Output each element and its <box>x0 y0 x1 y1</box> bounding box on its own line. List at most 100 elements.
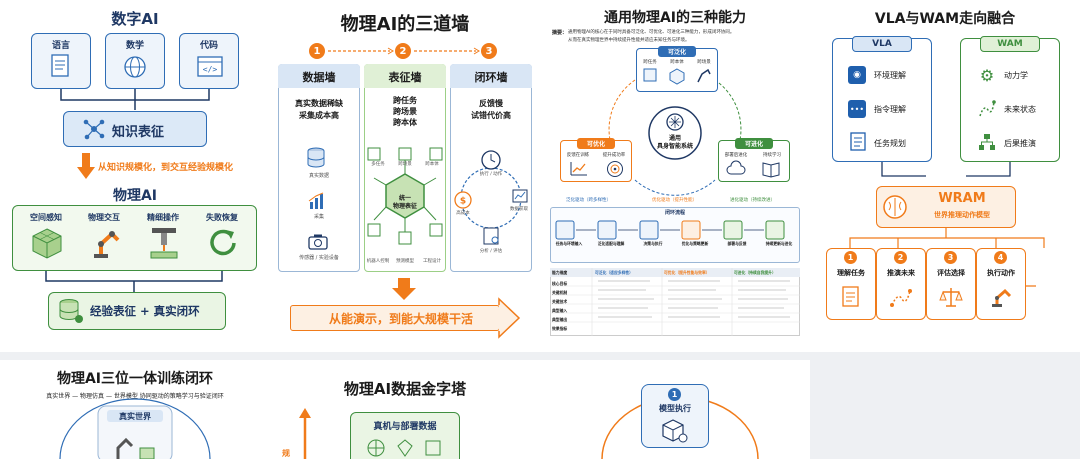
loop-cycle-diagram: $ <box>454 150 528 245</box>
flow-title: 闭环流程 <box>664 210 685 216</box>
knowledge-box <box>63 111 207 147</box>
panel5-subtitle: 真实世界 — 物理仿真 — 世界模型 协同驱动的策略学习与验证闭环 <box>46 393 224 400</box>
optimize-label: 可优化 <box>586 141 605 148</box>
wall-data-item-3: 传感器 / 实验设备 <box>299 255 339 261</box>
optimize-item-2: 提升成功率 <box>602 153 626 158</box>
summary-text: 通用物理AI的核心在于同时具备可泛化、可优化、可进化三种能力，形成闭环协同。 <box>568 30 735 35</box>
panel2-title: 物理AI的三道墙 <box>340 14 470 35</box>
wall-representation-header <box>364 64 446 88</box>
merge-connectors <box>881 162 1011 177</box>
axis-label: 规 <box>282 449 290 458</box>
table-header-4: 可进化（持续自我提升） <box>734 270 776 275</box>
wall-data-item-2: 采集 <box>313 214 324 220</box>
table-row-2: 关键机制 <box>552 290 568 295</box>
panel-blank <box>810 360 1080 459</box>
center-label-1: 通用 <box>668 135 681 142</box>
down-arrow-icon <box>77 153 95 179</box>
wall-representation-item-3: 跨本体 <box>425 162 439 167</box>
wram-label: WRAM <box>938 191 986 206</box>
evolve-item-1: 部署后进化 <box>724 153 748 158</box>
wam-header <box>980 36 1040 52</box>
wall-number-2: 2 <box>395 43 411 59</box>
wam-panel <box>960 38 1060 162</box>
refresh-cycle-icon <box>210 229 236 256</box>
wall-representation-item-6: 工程设计 <box>423 259 441 264</box>
legend-item-1: 泛化驱动（跨多样性） <box>566 198 611 203</box>
execution-label: 模型执行 <box>659 404 691 413</box>
wall-representation-item-4: 机器人控制 <box>366 259 390 264</box>
table-header-1: 能力维度 <box>552 270 568 275</box>
table-row-3: 关键技术 <box>552 299 568 304</box>
module-code-label: 代码 <box>199 41 218 51</box>
panel-digital-ai: 数字AI 语言 数学 代码 </> 知识表征 从知识规模化，到交互经验规模化 物… <box>0 0 270 352</box>
trend-chart-icon <box>570 162 587 176</box>
number-connectors <box>328 47 480 55</box>
generalize-item-3: 跨场景 <box>697 60 711 65</box>
step-number-1: 1 <box>844 251 857 264</box>
checklist-icon <box>850 132 866 151</box>
table-row-4: 典型输入 <box>552 308 568 313</box>
flow-steps <box>555 220 785 240</box>
flow-step-4: 优化与策略更新 <box>681 241 709 246</box>
panel-three-abilities: 通用物理AI的三种能力 摘要： 通用物理AI的核心在于同时具备可泛化、可优化、可… <box>540 0 810 352</box>
step-number-3: 3 <box>944 251 957 264</box>
vla-item-2: 指令理解 <box>874 105 906 114</box>
hierarchy-icon <box>979 134 995 150</box>
legend-item-3: 进化驱动（持续改进） <box>730 198 775 203</box>
panel-model-execution: 1 模型执行 <box>540 360 810 459</box>
cube-grid-icon <box>32 228 62 259</box>
target-icon <box>607 161 623 177</box>
flow-step-3: 决策与执行 <box>643 241 663 246</box>
flow-step-6: 持续更新与进化 <box>765 241 793 246</box>
bottom-banner-label: 从能演示，到能大规模干活 <box>328 312 473 326</box>
camera-icon: ◉ <box>848 66 866 84</box>
vla-item-3: 任务规划 <box>874 139 906 148</box>
module-math-label: 数学 <box>125 41 144 51</box>
generalize-label: 可泛化 <box>667 49 686 56</box>
brain-center-icon <box>666 113 684 131</box>
execution-number: 1 <box>668 388 681 401</box>
step-label-2: 推演未来 <box>887 269 915 277</box>
panel4-title: VLA与WAM走向融合 <box>874 11 1016 27</box>
step-label-1: 理解任务 <box>837 269 865 277</box>
wall-loop-header <box>450 64 532 88</box>
database-icon <box>307 147 325 168</box>
generalize-tag <box>658 46 696 57</box>
wall-data-header <box>278 64 360 88</box>
legend-item-2: 优化驱动（提升性能） <box>652 198 697 203</box>
robot-scene-icon <box>116 437 155 459</box>
wall-data-name: 数据墙 <box>302 71 336 84</box>
panel5-title: 物理AI三位一体训练闭环 <box>56 371 214 387</box>
globe-icon <box>124 56 146 78</box>
wall-loop-item-4: 分析 / 评估 <box>479 249 503 254</box>
wall-data-item-1: 真实数据 <box>308 173 329 179</box>
dotted-path-icon <box>890 289 912 307</box>
connector-lines <box>60 89 210 110</box>
panel-vla-wam: VLA与WAM走向融合 VLA ◉ 环境理解 ••• 指令理解 任务规划 WAM… <box>810 0 1080 352</box>
wall-representation-desc1: 跨任务 <box>393 96 417 105</box>
wall-representation-desc2: 跨场景 <box>393 107 417 116</box>
table-row-5: 典型输出 <box>552 317 568 322</box>
panel1-title: 数字AI <box>111 10 159 28</box>
wram-subtitle: 世界推理动作模型 <box>934 211 990 219</box>
generalize-item-2: 跨本体 <box>670 60 684 65</box>
camera-icon <box>308 234 328 250</box>
brain-icon <box>883 195 907 219</box>
wall-loop-name: 闭环墙 <box>474 71 508 84</box>
table-header-3: 可优化（提升性能与效率） <box>664 270 710 275</box>
step-label-3: 评估选择 <box>937 269 965 277</box>
big-down-arrow-icon <box>392 278 416 300</box>
module-language-label: 语言 <box>51 41 70 51</box>
cube-gear-icon <box>662 419 688 443</box>
robot-arm-icon <box>992 288 1012 307</box>
code-window-icon: </> <box>197 56 223 77</box>
robot-arm-icon <box>94 231 120 258</box>
table-grid <box>550 268 800 336</box>
summary-label: 摘要： <box>552 30 568 36</box>
experience-label: 经验表征 + 真实闭环 <box>90 304 200 318</box>
wall-representation-center1: 统一 <box>398 195 411 202</box>
wall-representation-item-5: 预测模型 <box>396 259 414 264</box>
optimize-tag <box>577 138 615 149</box>
wall-loop-item-1: 执行 / 动作 <box>479 172 503 177</box>
wall-data-desc1: 真实数据稀缺 <box>295 99 343 108</box>
